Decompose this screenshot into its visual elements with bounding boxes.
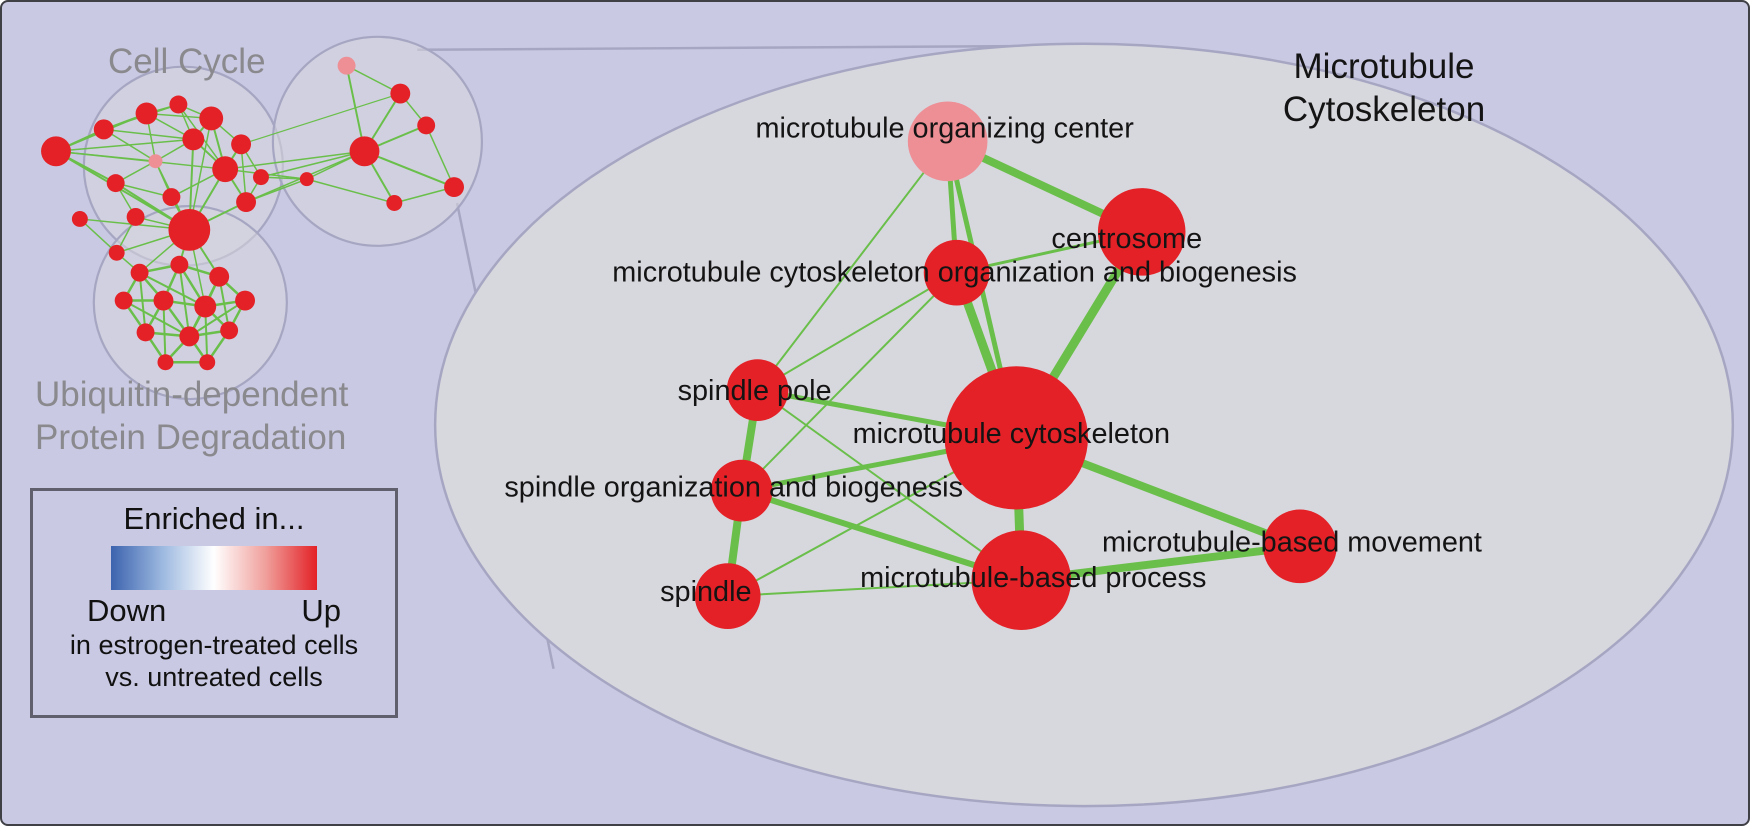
overview-edge — [393, 186, 455, 204]
node-label-mbm: microtubule-based movement — [1102, 526, 1482, 558]
cluster-label-microtubule-line2: Cytoskeleton — [1282, 89, 1486, 129]
overview-edge — [122, 299, 191, 338]
legend: Enriched in... Down Up in estrogen-treat… — [30, 488, 398, 718]
cluster-label-microtubule-line1: Microtubule — [1293, 47, 1475, 86]
node-label-spindle_pole: spindle pole — [678, 375, 832, 407]
cluster-label-cell-cycle: Cell Cycle — [108, 42, 266, 81]
overview-node-14[interactable] — [71, 210, 88, 227]
node-label-moc: microtubule organizing center — [755, 112, 1134, 144]
edge-mcob-spindle_pole — [756, 271, 958, 392]
overview-node-5[interactable] — [169, 95, 188, 114]
overview-node-12[interactable] — [168, 208, 211, 251]
edge-moc-spindle_pole — [756, 140, 949, 392]
cluster-label-ubiquitin-line2: Protein Degradation — [35, 417, 347, 457]
overview-edge — [138, 271, 147, 334]
overview-node-35[interactable] — [199, 354, 216, 371]
overview-edge — [79, 218, 118, 254]
overview-edge — [162, 299, 167, 364]
node-centrosome[interactable] — [1097, 188, 1186, 276]
overview-edge — [260, 150, 366, 178]
overview-edge — [224, 150, 366, 170]
overview-edge — [363, 150, 456, 189]
node-spindle_pole[interactable] — [726, 359, 789, 421]
overview-node-19[interactable] — [349, 136, 380, 167]
node-label-mbp: microtubule-based process — [860, 562, 1206, 594]
cluster-circle-microtubule-cytoskeleton — [271, 35, 484, 247]
overview-node-33[interactable] — [220, 321, 239, 340]
overview-edge — [188, 299, 247, 338]
overview-node-4[interactable] — [148, 154, 163, 169]
overview-edge — [425, 124, 455, 188]
node-label-mc: microtubule cytoskeleton — [853, 418, 1170, 450]
node-label-centrosome: centrosome — [1051, 223, 1202, 255]
overview-node-32[interactable] — [179, 326, 200, 347]
legend-gradient-bar — [111, 546, 317, 590]
overview-edge — [103, 128, 157, 162]
overview-node-0[interactable] — [41, 136, 71, 167]
edge-spindle_pole-mbp — [756, 389, 1023, 582]
overview-node-28[interactable] — [153, 290, 174, 311]
overview-node-2[interactable] — [106, 174, 125, 193]
overview-node-30[interactable] — [235, 290, 256, 311]
overview-node-10[interactable] — [162, 188, 181, 207]
overview-node-1[interactable] — [93, 119, 114, 140]
overview-node-31[interactable] — [136, 323, 155, 342]
node-mcob[interactable] — [923, 239, 990, 306]
overview-edge — [306, 178, 396, 204]
overview-edge — [178, 263, 191, 338]
legend-caption-line2: vs. untreated cells — [105, 662, 323, 692]
node-label-sob: spindle organization and biogenesis — [504, 472, 963, 504]
overview-edge — [240, 92, 401, 145]
overview-node-29[interactable] — [194, 295, 217, 318]
overview-node-7[interactable] — [199, 106, 224, 131]
overview-node-9[interactable] — [231, 134, 252, 155]
overview-edge — [103, 128, 195, 141]
edge-mcob-sob — [740, 271, 958, 492]
legend-endpoint-labels: Down Up — [87, 593, 341, 629]
overview-edge — [138, 271, 207, 308]
overview-edge — [245, 178, 308, 203]
overview-node-3[interactable] — [135, 102, 158, 125]
node-mbp[interactable] — [971, 530, 1072, 630]
overview-node-21[interactable] — [444, 177, 464, 198]
legend-caption-line1: in estrogen-treated cells — [69, 630, 359, 660]
overview-node-26[interactable] — [209, 266, 230, 287]
node-mc[interactable] — [944, 366, 1088, 510]
cluster-label-ubiquitin-line1: Ubiquitin-dependent — [35, 375, 349, 414]
overview-edge — [345, 64, 402, 95]
node-sob[interactable] — [710, 459, 773, 522]
overview-node-16[interactable] — [253, 169, 269, 186]
callout-line-0 — [417, 44, 1070, 52]
node-label-spindle: spindle — [660, 576, 751, 608]
overview-node-24[interactable] — [130, 263, 149, 282]
overview-node-13[interactable] — [236, 192, 257, 212]
overview-node-22[interactable] — [386, 195, 403, 211]
overview-node-25[interactable] — [170, 255, 189, 274]
overview-node-27[interactable] — [114, 291, 133, 310]
node-label-mcob: microtubule cytoskeleton organization an… — [612, 257, 1297, 289]
overview-edge — [114, 182, 173, 198]
overview-node-8[interactable] — [212, 156, 239, 183]
overview-node-15[interactable] — [108, 244, 125, 261]
overview-node-34[interactable] — [157, 354, 174, 371]
overview-node-20[interactable] — [417, 116, 436, 135]
overview-node-23[interactable] — [299, 172, 314, 187]
legend-down-label: Down — [87, 593, 167, 628]
overview-node-18[interactable] — [390, 83, 411, 104]
overview-node-11[interactable] — [126, 207, 145, 226]
node-mbm[interactable] — [1263, 509, 1337, 584]
node-spindle[interactable] — [694, 563, 761, 629]
overview-edge — [55, 150, 157, 162]
overview-edge — [55, 138, 195, 153]
overview-node-17[interactable] — [337, 56, 356, 75]
cluster-label-ubiquitin: Ubiquitin-dependent Protein Degradation — [35, 374, 348, 459]
cluster-label-microtubule-cytoskeleton: Microtubule Cytoskeleton — [1274, 46, 1494, 131]
legend-up-label: Up — [301, 593, 341, 628]
legend-title: Enriched in... — [123, 501, 305, 536]
overview-node-6[interactable] — [182, 128, 205, 151]
node-moc[interactable] — [907, 101, 988, 182]
